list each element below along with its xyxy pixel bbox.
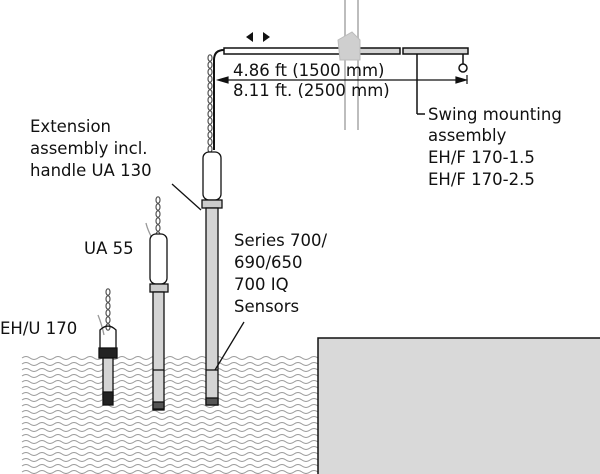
mast <box>344 0 359 130</box>
chain-link <box>207 103 213 111</box>
dimension-arrow <box>215 75 469 84</box>
swing-label-4: EH/F 170-2.5 <box>428 170 535 189</box>
extension-label-1: Extension <box>30 117 111 136</box>
chain-link <box>207 96 213 104</box>
chain-link <box>105 288 111 296</box>
wave-line <box>21 368 327 372</box>
wave-line <box>21 446 327 450</box>
chain-link <box>155 210 161 218</box>
chain-link <box>207 68 213 76</box>
wave-line <box>21 374 327 378</box>
chain-link <box>207 75 213 83</box>
water-waves <box>21 356 327 474</box>
swing-label-1: Swing mounting <box>428 105 562 124</box>
swing-label-3: EH/F 170-1.5 <box>428 148 535 167</box>
series-label-4: Sensors <box>234 297 299 316</box>
wave-line <box>21 416 327 420</box>
wave-line <box>21 380 327 384</box>
dimension-long-label: 8.11 ft. (2500 mm) <box>233 81 390 100</box>
chain-link <box>207 145 213 153</box>
swing-label-2: assembly <box>428 126 507 145</box>
chain-link <box>207 89 213 97</box>
wave-line <box>21 464 327 468</box>
chain-link <box>207 54 213 62</box>
dimension-short-label: 4.86 ft (1500 mm) <box>233 61 384 80</box>
chain-link <box>105 302 111 310</box>
chain-link <box>105 295 111 303</box>
chain-link <box>207 82 213 90</box>
chain-link <box>207 61 213 69</box>
extension-label-3: handle UA 130 <box>30 161 152 180</box>
extension-label-2: assembly incl. <box>30 139 148 158</box>
tank-box <box>317 337 600 474</box>
mounting-clamp <box>337 31 361 61</box>
wave-line <box>21 356 327 360</box>
chain-link <box>207 117 213 125</box>
wave-line <box>21 470 327 474</box>
chain-link <box>207 124 213 132</box>
wave-line <box>21 410 327 414</box>
wave-line <box>21 392 327 396</box>
chain-link <box>207 138 213 146</box>
ehu170-label: EH/U 170 <box>0 319 77 338</box>
direction-arrows-icon <box>246 32 270 42</box>
wave-line <box>21 398 327 402</box>
chain-link <box>105 316 111 324</box>
series-label-1: Series 700/ <box>234 231 327 250</box>
wave-line <box>21 422 327 426</box>
extension-sensor <box>201 151 223 406</box>
chain-link <box>207 110 213 118</box>
chain-link <box>155 217 161 225</box>
chain-link <box>155 196 161 204</box>
chain-link <box>155 203 161 211</box>
chain-link <box>105 323 111 331</box>
wave-line <box>21 434 327 438</box>
series-label-2: 690/650 <box>234 253 303 272</box>
wave-line <box>21 428 327 432</box>
chain-link <box>105 309 111 317</box>
chain-link <box>155 224 161 232</box>
wave-line <box>21 404 327 408</box>
wave-line <box>21 362 327 366</box>
series-label-3: 700 IQ <box>234 275 289 294</box>
ehu170-holder <box>97 314 118 406</box>
wave-line <box>21 440 327 444</box>
chain-link <box>207 131 213 139</box>
wave-line <box>21 458 327 462</box>
leader-lines <box>171 183 245 371</box>
ua55-label: UA 55 <box>84 239 134 258</box>
ua55-sensor <box>145 222 169 411</box>
wave-line <box>21 452 327 456</box>
wave-line <box>21 386 327 390</box>
